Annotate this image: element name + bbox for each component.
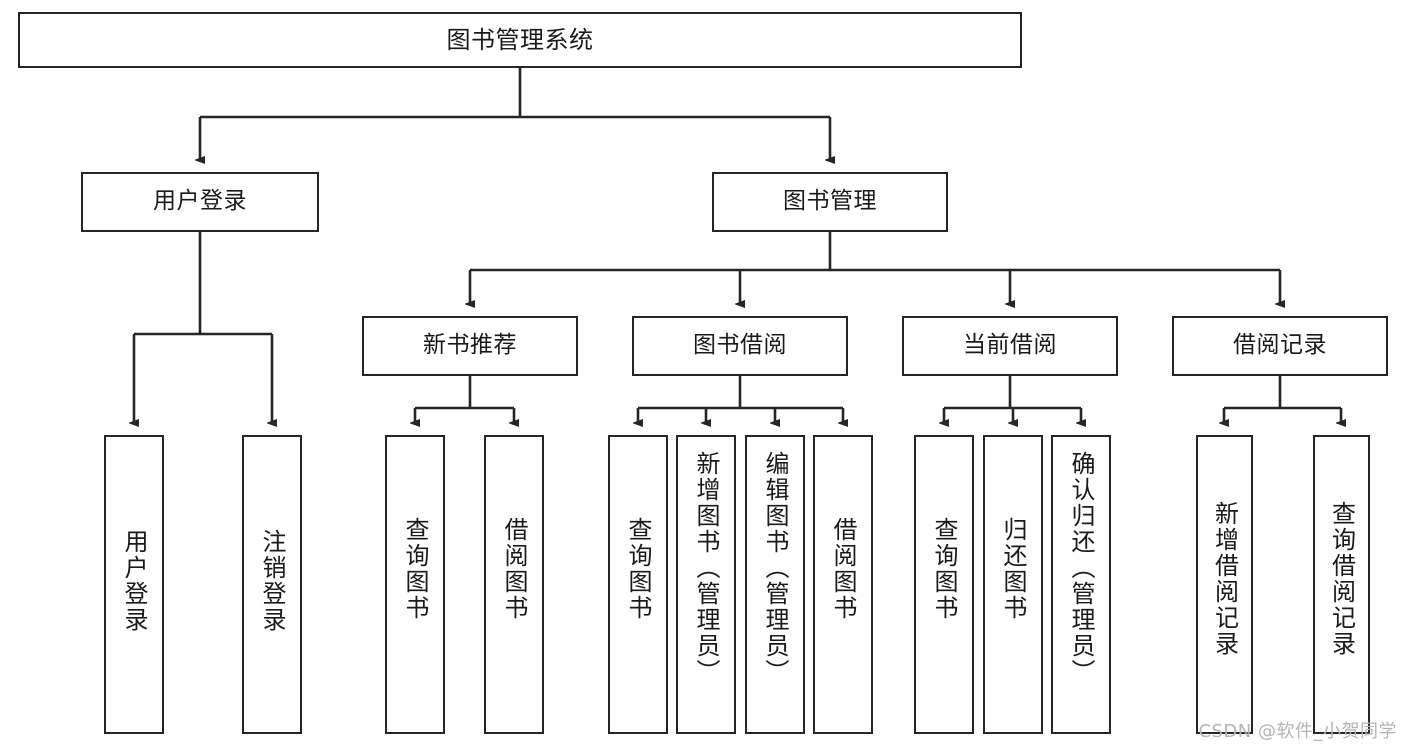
- node-leaf-borrow-book-1[interactable]: 借阅图书: [484, 435, 544, 734]
- edge-bookmanage-to-level2: [470, 232, 1280, 304]
- node-leaf-edit-book-label: 编辑图书（管理员）: [761, 451, 789, 685]
- node-leaf-add-book[interactable]: 新增图书（管理员）: [676, 435, 736, 734]
- node-leaf-confirm-return[interactable]: 确认归还（管理员）: [1051, 435, 1111, 734]
- node-leaf-confirm-return-label: 确认归还（管理员）: [1067, 451, 1095, 685]
- node-leaf-borrow-book-2-label: 借阅图书: [829, 517, 857, 621]
- node-user-login-label: 用户登录: [153, 188, 247, 215]
- node-book-borrow-label: 图书借阅: [693, 332, 787, 359]
- edge-root-to-level1: [200, 68, 830, 160]
- node-leaf-query-book-2-label: 查询图书: [624, 517, 652, 621]
- csdn-watermark: CSDN @软件_小贺同学: [1198, 721, 1397, 742]
- node-user-login[interactable]: 用户登录: [81, 172, 319, 232]
- node-root-label: 图书管理系统: [446, 25, 594, 54]
- node-book-manage[interactable]: 图书管理: [712, 172, 948, 232]
- node-leaf-query-record-label: 查询借阅记录: [1327, 501, 1356, 657]
- node-current-borrow-label: 当前借阅: [963, 332, 1057, 359]
- node-current-borrow[interactable]: 当前借阅: [902, 316, 1118, 376]
- node-new-book-rec-label: 新书推荐: [423, 332, 517, 359]
- node-leaf-query-book-2[interactable]: 查询图书: [608, 435, 668, 734]
- edge-borrowrecord-to-leaves: [1224, 376, 1341, 423]
- edge-userlogin-to-leaves: [134, 232, 272, 423]
- node-leaf-logout[interactable]: 注销登录: [242, 435, 302, 734]
- node-leaf-return-book[interactable]: 归还图书: [983, 435, 1043, 734]
- node-leaf-add-record-label: 新增借阅记录: [1210, 501, 1239, 657]
- node-leaf-return-book-label: 归还图书: [999, 517, 1027, 621]
- node-leaf-query-book-1-label: 查询图书: [401, 517, 429, 621]
- node-leaf-borrow-book-2[interactable]: 借阅图书: [813, 435, 873, 734]
- node-leaf-logout-label: 注销登录: [258, 529, 286, 633]
- node-book-borrow[interactable]: 图书借阅: [632, 316, 848, 376]
- node-leaf-query-record[interactable]: 查询借阅记录: [1313, 435, 1370, 734]
- edge-currentborrow-to-leaves: [944, 376, 1081, 423]
- node-leaf-query-book-1[interactable]: 查询图书: [385, 435, 445, 734]
- node-leaf-query-book-3-label: 查询图书: [930, 517, 958, 621]
- edge-newbookrec-to-leaves: [415, 376, 514, 423]
- node-leaf-edit-book[interactable]: 编辑图书（管理员）: [745, 435, 805, 734]
- node-borrow-record-label: 借阅记录: [1233, 332, 1327, 359]
- edge-bookborrow-to-leaves: [638, 376, 843, 423]
- node-root[interactable]: 图书管理系统: [18, 12, 1022, 68]
- node-book-manage-label: 图书管理: [783, 188, 877, 215]
- node-leaf-borrow-book-1-label: 借阅图书: [500, 517, 528, 621]
- node-borrow-record[interactable]: 借阅记录: [1172, 316, 1388, 376]
- node-leaf-query-book-3[interactable]: 查询图书: [914, 435, 974, 734]
- node-new-book-rec[interactable]: 新书推荐: [362, 316, 578, 376]
- node-leaf-user-login[interactable]: 用户登录: [104, 435, 164, 734]
- node-leaf-add-book-label: 新增图书（管理员）: [692, 451, 720, 685]
- node-leaf-user-login-label: 用户登录: [120, 529, 148, 633]
- node-leaf-add-record[interactable]: 新增借阅记录: [1196, 435, 1253, 734]
